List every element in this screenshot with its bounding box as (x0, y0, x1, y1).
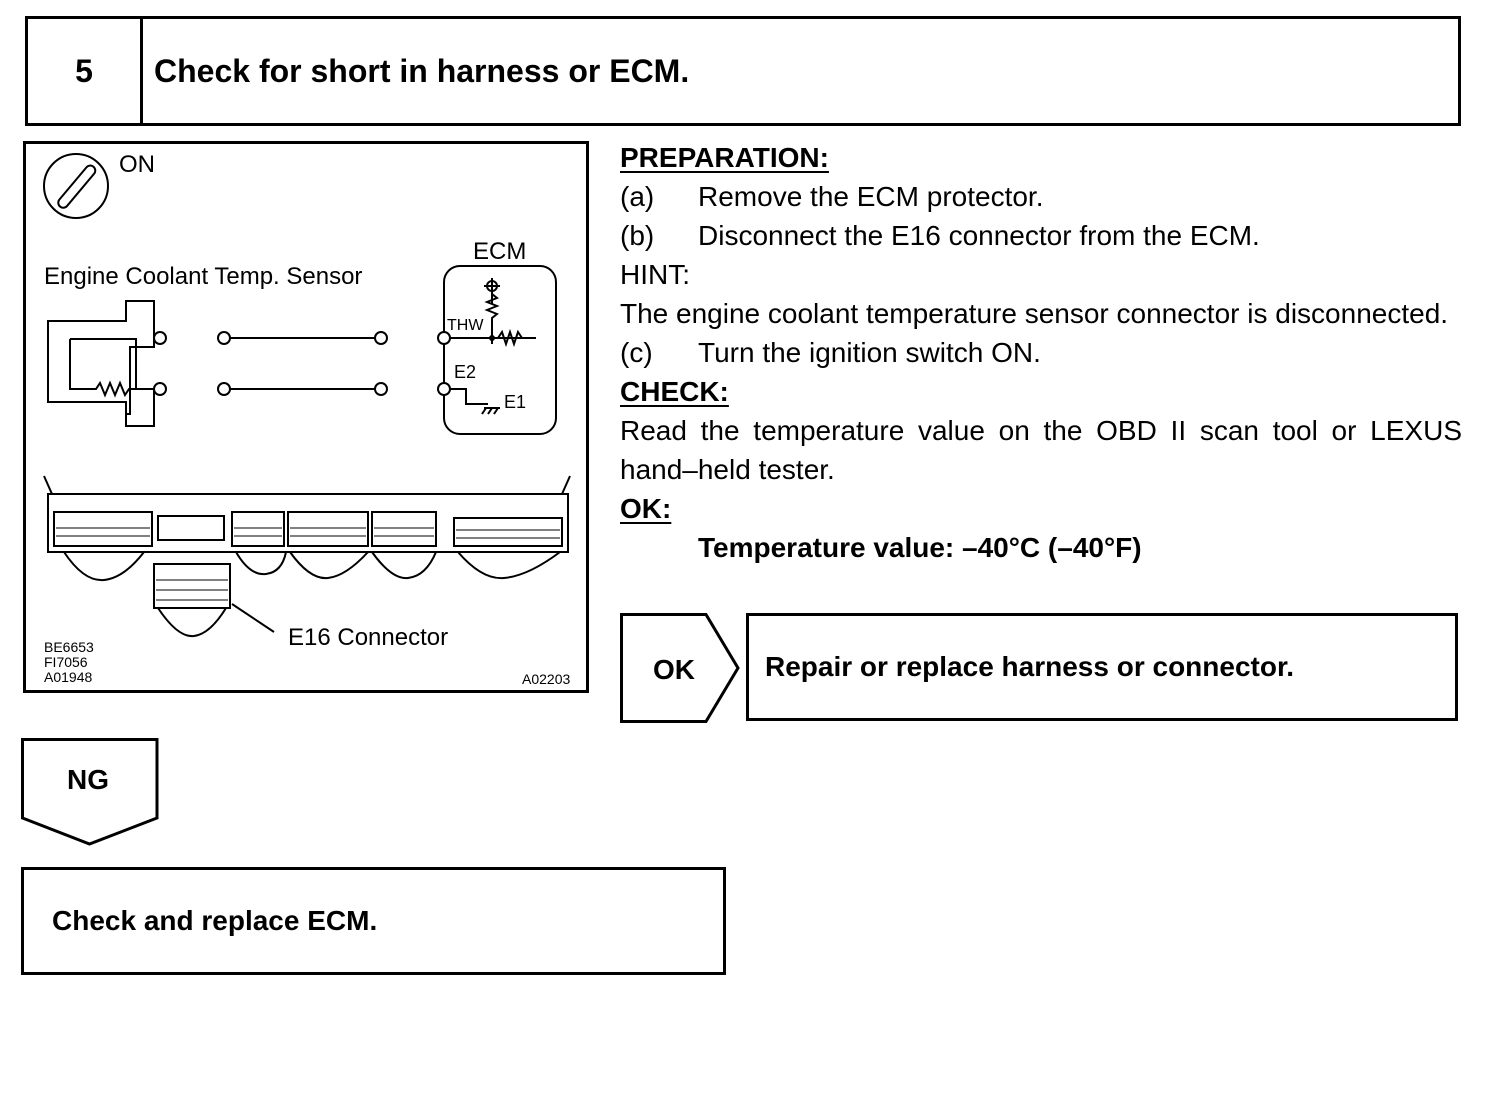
ok-label: OK (653, 654, 695, 685)
diagram-code: A01948 (44, 669, 92, 685)
step-label: (c) (620, 337, 653, 368)
step-text: Turn the ignition switch ON. (698, 337, 1041, 368)
ok-spec: Temperature value: –40°C (–40°F) (698, 532, 1142, 563)
ng-label: NG (67, 764, 109, 795)
ok-action-box: Repair or replace harness or connector. (746, 613, 1458, 721)
step-label: (b) (620, 220, 655, 251)
preparation-heading: PREPARATION: (620, 142, 829, 173)
step-text: Disconnect the E16 connector from the EC… (698, 220, 1260, 251)
coolant-sensor-symbol (47, 300, 167, 427)
e2-label: E2 (454, 362, 476, 382)
diagram-code: BE6653 (44, 639, 94, 655)
step-text: Remove the ECM protector. (698, 181, 1044, 212)
ignition-on-label: ON (119, 151, 155, 178)
ecm-label: ECM (473, 238, 526, 265)
ecm-connector-block (43, 475, 571, 638)
preparation-step: (a) Remove the ECM protector. (620, 177, 1462, 216)
connector-pins (56, 527, 560, 601)
figure-code: A02203 (522, 671, 570, 687)
sensor-label: Engine Coolant Temp. Sensor (44, 263, 362, 290)
preparation-step: (c) Turn the ignition switch ON. (620, 333, 1462, 372)
hint-label: HINT: (620, 259, 690, 290)
e1-label: E1 (504, 392, 526, 412)
check-heading: CHECK: (620, 376, 729, 407)
thw-label: THW (447, 317, 484, 334)
harness-wires (217, 331, 388, 396)
ng-action-box: Check and replace ECM. (21, 867, 726, 975)
step-label: (a) (620, 181, 655, 212)
hint-text: The engine coolant temperature sensor co… (620, 298, 1449, 329)
ecm-circuit-symbol (437, 265, 557, 435)
e16-connector-label: E16 Connector (288, 624, 448, 651)
procedure-text: PREPARATION: (a) Remove the ECM protecto… (620, 138, 1462, 567)
step-number: 5 (28, 19, 143, 123)
step-title: Check for short in harness or ECM. (154, 52, 690, 89)
ignition-key-icon (43, 153, 109, 219)
check-text: Read the temperature value on the OBD II… (620, 415, 1462, 485)
diagram-code: FI7056 (44, 654, 88, 670)
ok-arrow-tab: OK (620, 613, 740, 723)
wiring-diagram: ON Engine Coolant Temp. Sensor ECM (23, 141, 589, 693)
preparation-step: (b) Disconnect the E16 connector from th… (620, 216, 1462, 255)
ng-arrow-tab: NG (21, 738, 159, 846)
ok-heading: OK: (620, 493, 672, 524)
step-header: 5 Check for short in harness or ECM. (25, 16, 1461, 126)
diagram-svg: ON Engine Coolant Temp. Sensor ECM (43, 151, 571, 687)
